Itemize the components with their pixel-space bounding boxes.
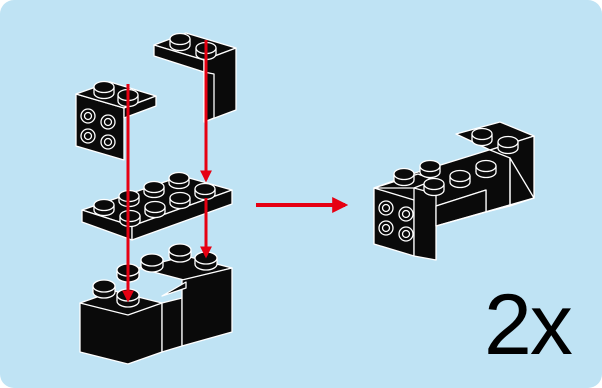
assembled-model [374,122,534,260]
quantity-multiplier: 2x [484,282,571,368]
base-brick [80,244,232,364]
side-stud-bracket [76,82,156,161]
middle-plate [82,173,232,241]
top-bracket [154,33,236,122]
